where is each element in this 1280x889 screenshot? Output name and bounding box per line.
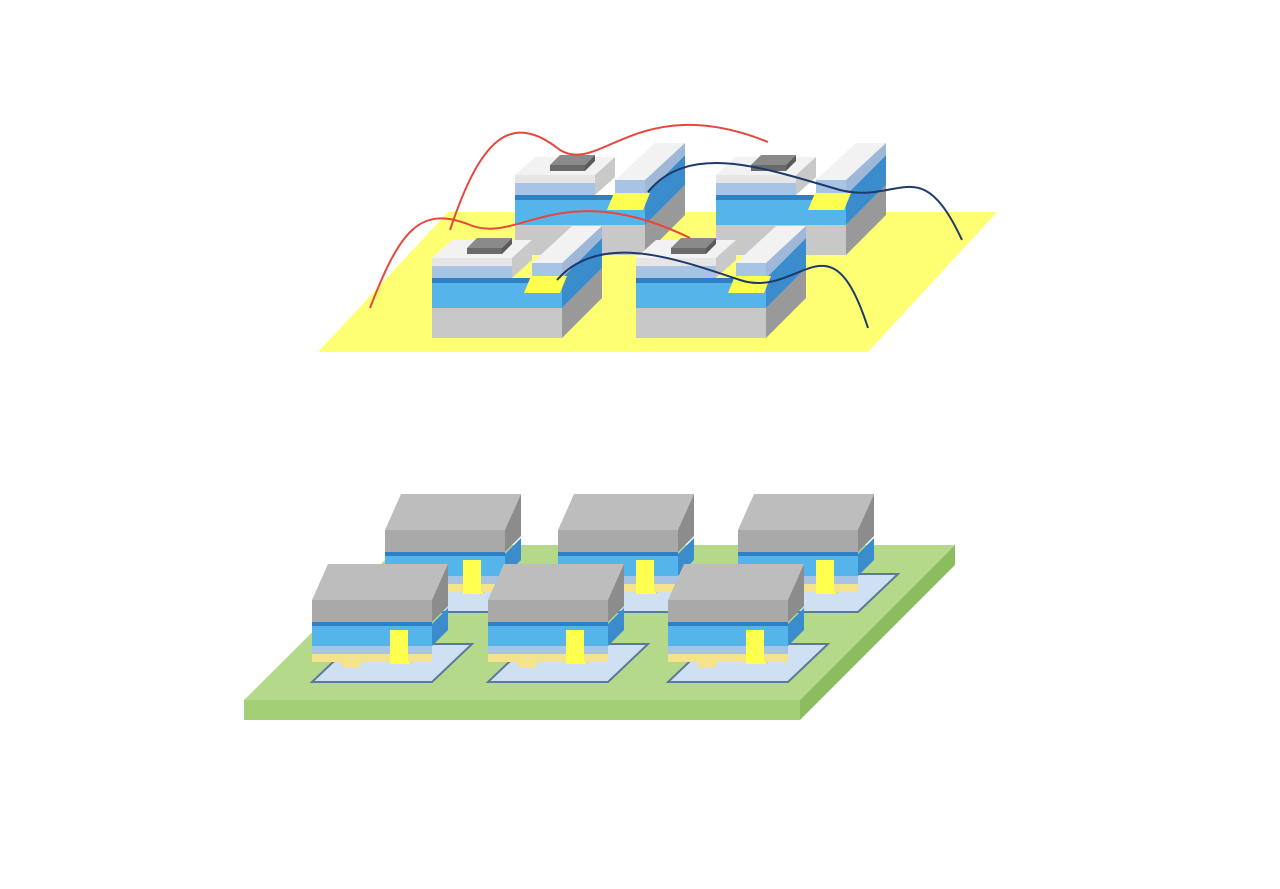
chip-top-front-right — [636, 226, 806, 338]
red-wire-front — [369, 210, 691, 309]
flip-chip-panel — [244, 493, 955, 720]
flip-chip-front-1 — [311, 563, 473, 683]
green-substrate-front — [244, 700, 800, 720]
chip-top-front-left — [432, 226, 602, 338]
green-substrate-side — [800, 545, 955, 720]
flip-chip-front-2 — [487, 563, 649, 683]
blue-wire-back — [647, 162, 963, 241]
flip-chip-front-3 — [667, 563, 829, 683]
blue-wire-front — [556, 251, 869, 329]
wire-bonded-panel — [318, 123, 997, 352]
red-wire-back — [449, 123, 769, 231]
